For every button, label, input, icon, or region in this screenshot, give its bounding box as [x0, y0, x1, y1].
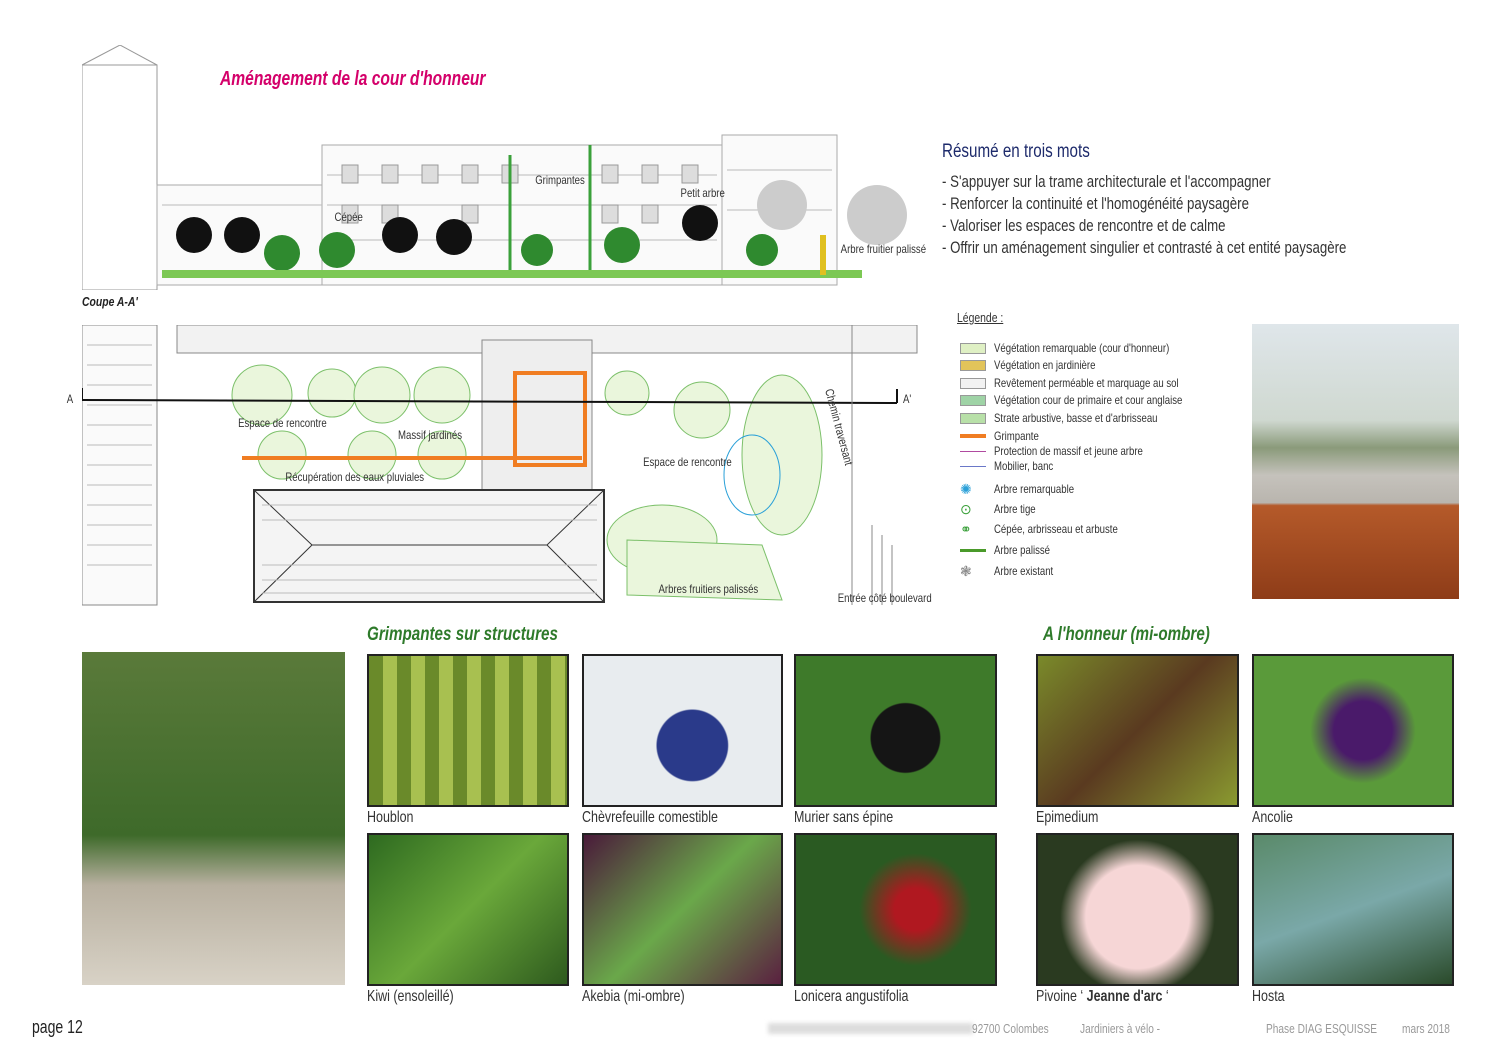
- legend-item: Arbre palissé: [960, 542, 1064, 558]
- photo-pivoine: [1036, 833, 1239, 986]
- elevation-label: Arbre fruitier palissé: [840, 242, 927, 256]
- section-title-shade: A l'honneur (mi-ombre): [1043, 624, 1210, 645]
- elevation-label: Grimpantes: [535, 173, 585, 187]
- plan-label: Entrée côté boulevard: [837, 591, 932, 605]
- photo-houblon: [367, 654, 569, 807]
- section-label: Coupe A-A': [82, 294, 138, 309]
- caption: Ancolie: [1252, 809, 1293, 826]
- climber-line: [960, 434, 986, 438]
- legend-label: Mobilier, banc: [994, 459, 1054, 473]
- legend-label: Strate arbustive, basse et d'arbrisseau: [994, 411, 1158, 425]
- page-title: Aménagement de la cour d'honneur: [220, 68, 486, 90]
- photo-epimedium: [1036, 654, 1239, 807]
- shrub-icon: ⚭: [960, 520, 972, 537]
- page-number: page 12: [32, 1017, 83, 1037]
- legend-item: Mobilier, banc: [960, 458, 1068, 474]
- caption: Chèvrefeuille comestible: [582, 809, 718, 826]
- legend-item: ⚭ Cépée, arbrisseau et arbuste: [960, 521, 1149, 537]
- photo-corten-planters: [1252, 324, 1459, 599]
- legend-label: Cépée, arbrisseau et arbuste: [994, 522, 1118, 536]
- caption-part: ‘: [1162, 988, 1169, 1005]
- summary-bullet: - S'appuyer sur la trame architecturale …: [942, 172, 1271, 191]
- photo-chevrefeuille: [582, 654, 783, 807]
- legend-label: Végétation cour de primaire et cour angl…: [994, 393, 1183, 407]
- caption: Murier sans épine: [794, 809, 894, 826]
- site-plan: [82, 325, 918, 606]
- photo-hosta: [1252, 833, 1454, 986]
- tree-stem-icon: ⊙: [960, 500, 972, 517]
- caption: Lonicera angustifolia: [794, 988, 909, 1005]
- plan-label: Massif jardinés: [398, 428, 463, 442]
- legend-title: Légende :: [957, 310, 1004, 325]
- caption: Akebia (mi-ombre): [582, 988, 685, 1005]
- legend-item: Végétation cour de primaire et cour angl…: [960, 392, 1229, 408]
- plan-label: Arbres fruitiers palissés: [658, 582, 759, 596]
- footer-city: 92700 Colombes: [972, 1021, 1049, 1036]
- legend-label: Grimpante: [994, 429, 1039, 443]
- plan-label-a-prime: A': [903, 392, 912, 406]
- legend-label: Arbre remarquable: [994, 482, 1075, 496]
- legend-label: Revêtement perméable et marquage au sol: [994, 376, 1179, 390]
- legend-label: Arbre palissé: [994, 543, 1051, 557]
- swatch: [960, 342, 986, 354]
- footer-phase: Phase DIAG ESQUISSE: [1266, 1021, 1378, 1036]
- legend-label: Arbre tige: [994, 502, 1036, 516]
- legend-item: ⊙ Arbre tige: [960, 501, 1046, 517]
- legend-item: ❃ Arbre existant: [960, 563, 1068, 579]
- tree-remarkable-icon: ✺: [960, 480, 972, 497]
- photo-murier: [794, 654, 997, 807]
- caption-cultivar: Jeanne d'arc: [1086, 988, 1163, 1005]
- footer-team: Jardiniers à vélo -: [1080, 1021, 1161, 1036]
- blurred-address: [768, 1023, 973, 1034]
- photo-ancolie: [1252, 654, 1454, 807]
- summary-bullet: - Offrir un aménagement singulier et con…: [942, 238, 1347, 257]
- legend-item: Revêtement perméable et marquage au sol: [960, 375, 1225, 391]
- elevation-drawing: [82, 45, 907, 290]
- legend-item: ✺ Arbre remarquable: [960, 481, 1094, 497]
- elevation-label: Cépée: [334, 210, 363, 224]
- furniture-line: [960, 465, 986, 467]
- caption: Kiwi (ensoleillé): [367, 988, 454, 1005]
- caption-pivoine: Pivoine ‘ Jeanne d'arc ‘: [1036, 988, 1169, 1006]
- section-title-climbers: Grimpantes sur structures: [367, 624, 558, 645]
- espalier-icon: [960, 548, 986, 552]
- summary-bullet: - Valoriser les espaces de rencontre et …: [942, 216, 1226, 235]
- swatch: [960, 412, 986, 424]
- elevation-label: Petit arbre: [680, 186, 725, 200]
- legend-label: Végétation remarquable (cour d'honneur): [994, 341, 1170, 355]
- legend-item: Protection de massif et jeune arbre: [960, 443, 1180, 459]
- legend-item: Grimpante: [960, 428, 1050, 444]
- photo-kiwi: [367, 833, 569, 986]
- photo-akebia: [582, 833, 783, 986]
- summary-bullet: - Renforcer la continuité et l'homogénéi…: [942, 194, 1249, 213]
- footer-date: mars 2018: [1402, 1021, 1450, 1036]
- legend-item: Strate arbustive, basse et d'arbrisseau: [960, 410, 1198, 426]
- plan-label-a: A: [66, 392, 74, 406]
- swatch: [960, 359, 986, 371]
- existing-tree-icon: ❃: [960, 562, 972, 579]
- photo-green-structures: [82, 652, 345, 985]
- caption: Hosta: [1252, 988, 1285, 1005]
- caption: Houblon: [367, 809, 414, 826]
- plan-label: Espace de rencontre: [643, 455, 732, 469]
- caption: Epimedium: [1036, 809, 1099, 826]
- legend-label: Végétation en jardinière: [994, 358, 1096, 372]
- swatch: [960, 394, 986, 406]
- caption-part: Pivoine ‘: [1036, 988, 1084, 1005]
- plan-label: Espace de rencontre: [238, 416, 327, 430]
- legend-label: Arbre existant: [994, 564, 1054, 578]
- swatch: [960, 377, 986, 389]
- photo-lonicera: [794, 833, 997, 986]
- legend-item: Végétation en jardinière: [960, 357, 1121, 373]
- plan-label: Récupération des eaux pluviales: [285, 470, 425, 484]
- protection-line: [960, 450, 986, 452]
- summary-title: Résumé en trois mots: [942, 141, 1090, 162]
- legend-label: Protection de massif et jeune arbre: [994, 444, 1143, 458]
- legend-item: Végétation remarquable (cour d'honneur): [960, 340, 1213, 356]
